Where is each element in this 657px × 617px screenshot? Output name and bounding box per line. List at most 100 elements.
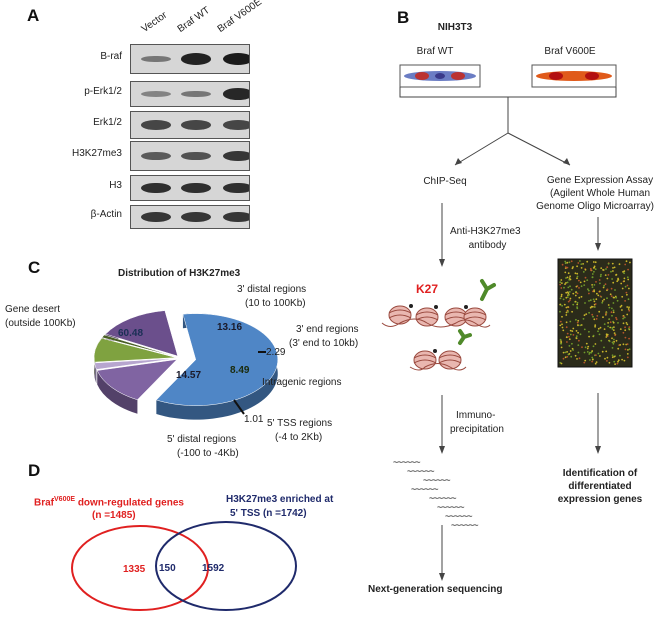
gene-desert-label-2: (outside 100Kb) (5, 318, 76, 329)
chipseq-label: ChIP-Seq (423, 176, 467, 187)
k27-label: K27 (416, 282, 439, 296)
pie-slice (155, 313, 279, 406)
pie-slice (105, 310, 179, 357)
venn-right-circle (155, 521, 297, 611)
antibody-icons (458, 279, 496, 345)
pie-slice (96, 359, 178, 401)
venn-right-title-1: H3K27me3 enriched at (226, 494, 334, 505)
tss-label-2: (-4 to 2Kb) (275, 432, 323, 443)
arrow-to-expression (507, 132, 571, 166)
panel-b-diagram (381, 64, 633, 581)
panel-a-letter: A (27, 6, 40, 25)
venn-left-title-2: (n =1485) (92, 510, 136, 521)
expression-assay-line-1: Gene Expression Assay (546, 175, 654, 186)
blot-band (141, 211, 171, 223)
value-gene-desert: 60.48 (118, 328, 144, 339)
blot-strip (130, 44, 250, 74)
antibody-label-2: antibody (468, 240, 507, 251)
pie-slice (93, 337, 177, 363)
blot-band (181, 90, 211, 98)
immuno-label-1: Immuno- (456, 410, 496, 421)
pie-slice-side (94, 362, 97, 384)
pie-title: Distribution of H3K27me3 (118, 268, 241, 279)
leader-line (233, 399, 245, 415)
value-distal5: 14.57 (176, 370, 202, 381)
venn-left-title-braf: Braf (34, 497, 55, 509)
pie-slice (101, 334, 177, 358)
blot-band (181, 151, 211, 161)
distal5-label-1: 5' distal regions (167, 434, 237, 445)
blot-band (141, 182, 171, 194)
cell-line-label: NIH3T3 (437, 22, 473, 33)
blot-row-label: H3 (109, 180, 122, 191)
venn-left-title-rest: down-regulated genes (75, 497, 184, 509)
nucleosomes (381, 304, 491, 371)
blot-band (181, 182, 211, 194)
venn-left-only: 1335 (123, 564, 146, 575)
immuno-label-2: precipitation (450, 424, 504, 435)
merge-bracket (399, 87, 617, 98)
venn-left-title-sup: V600E (54, 496, 76, 503)
braf-wt-plasmid (399, 64, 481, 88)
blot-band (223, 182, 249, 194)
value-intragenic: 8.49 (230, 365, 250, 376)
blot-band (141, 91, 171, 97)
venn-diagram (71, 521, 297, 611)
identification-line-2: differentiated (568, 481, 632, 492)
blot-band (141, 120, 171, 130)
blot-band (223, 53, 249, 65)
panel-d-letter: D (28, 461, 41, 480)
blot-band (223, 120, 249, 130)
blot-band (181, 53, 211, 65)
venn-left-title-1: BrafV600E down-regulated genes (34, 496, 184, 508)
identification-line-3: expression genes (557, 494, 643, 505)
pie-slice-side (156, 313, 278, 420)
antibody-label-1: Anti-H3K27me3 (450, 226, 521, 237)
blot-band (223, 88, 249, 100)
tss-label-1: 5' TSS regions (267, 418, 333, 429)
value-tss: 1.01 (244, 414, 264, 425)
lane-header-0: Vector (139, 9, 170, 35)
lane-header-2: Braf V600E (215, 0, 264, 35)
venn-left-circle (71, 525, 209, 611)
blot-row-label: p-Erk1/2 (84, 86, 122, 97)
pie-chart (93, 310, 279, 420)
blot-band (181, 211, 211, 223)
microarray-chip (557, 258, 633, 368)
blot-band (141, 55, 171, 63)
end3-label-1: 3' end regions (296, 324, 359, 335)
blot-row-label: β-Actin (90, 209, 122, 220)
blot-row-label: Erk1/2 (93, 117, 122, 128)
blot-strip (130, 175, 250, 201)
expression-assay-line-3: Genome Oligo Microarray) (536, 201, 654, 212)
venn-right-title-2: 5' TSS (n =1742) (230, 508, 307, 519)
blot-band (223, 150, 249, 162)
panel-b-letter: B (397, 8, 410, 27)
sequence-reads: ~~~~~~ ~~~~~~ ~~~~~~ ~~~~~~ ~~~~~~ ~~~~~… (393, 458, 478, 531)
blot-band (141, 151, 171, 161)
panel-c-letter: C (28, 258, 41, 277)
blot-strip (130, 111, 250, 139)
blot-row-label: B-raf (100, 51, 122, 62)
ngs-label: Next-generation sequencing (368, 584, 503, 595)
lane-header-1: Braf WT (175, 4, 213, 35)
pie-slice (94, 358, 177, 370)
blot-band (181, 120, 211, 130)
end3-label-2: (3' end to 10kb) (289, 338, 359, 349)
blot-strip (130, 205, 250, 229)
distal5-label-2: (-100 to -4Kb) (177, 448, 239, 459)
pie-slice-side (97, 370, 138, 414)
braf-v600e-plasmid (531, 64, 617, 88)
blot-row-label: H3K27me3 (71, 148, 122, 159)
identification-line-1: Identification of (562, 468, 638, 479)
distal3-label-2: (10 to 100Kb) (245, 298, 306, 309)
braf-wt-label: Braf WT (416, 46, 454, 57)
value-distal3: 13.16 (217, 322, 243, 333)
distal3-label-1: 3' distal regions (237, 284, 307, 295)
blot-strip (130, 81, 250, 107)
braf-v600e-label: Braf V600E (544, 46, 596, 57)
blot-strip (130, 141, 250, 171)
gene-desert-label-1: Gene desert (5, 304, 61, 315)
expression-assay-line-2: (Agilent Whole Human (549, 188, 651, 199)
venn-overlap: 150 (159, 563, 176, 574)
